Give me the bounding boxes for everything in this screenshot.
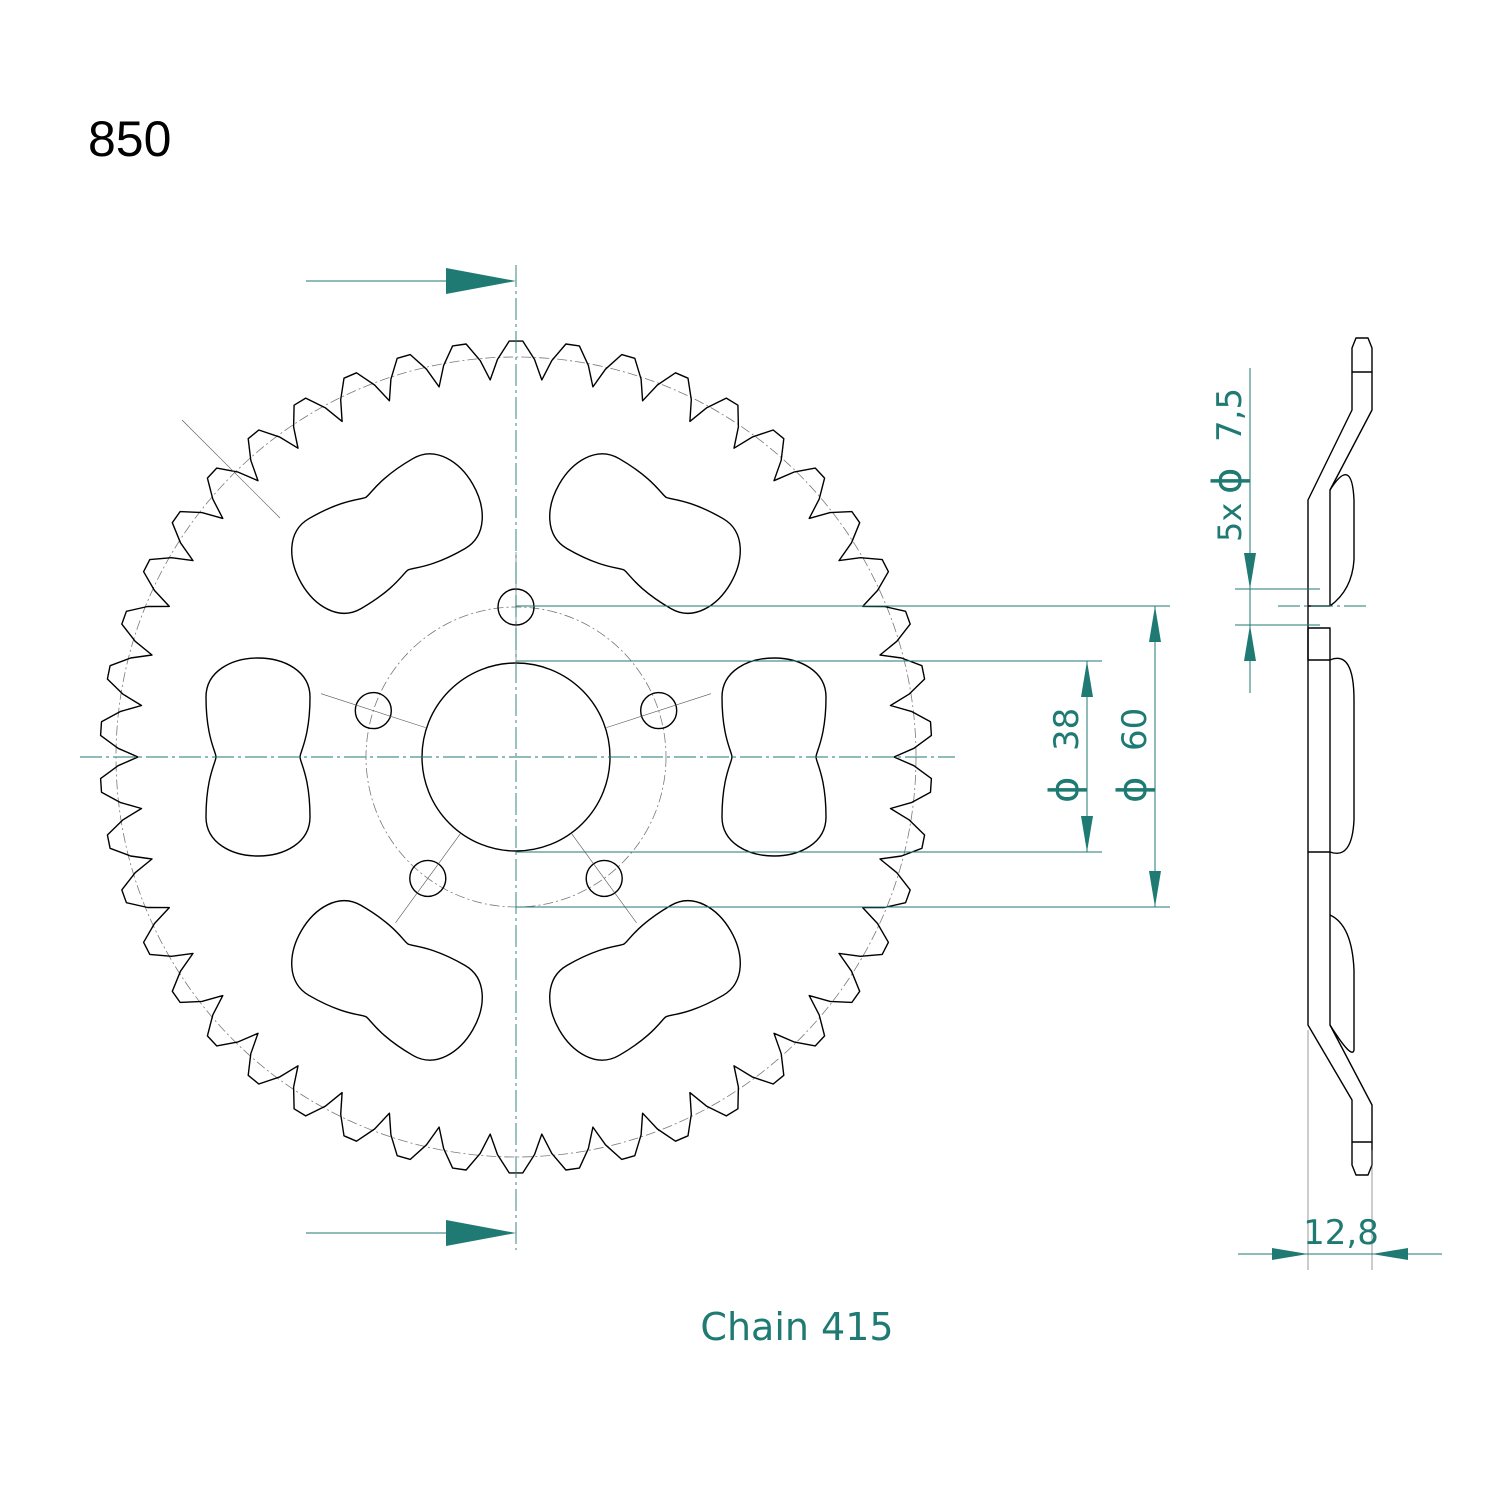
lightening-slots (205, 453, 827, 1061)
tooth-tip-bottom (1351, 1142, 1373, 1176)
lightening-slot (721, 657, 827, 857)
section-arrow-bottom (306, 1220, 516, 1246)
section-lower (1307, 851, 1373, 1143)
bolt-hole-dimension-label: 5x ϕ 7,5 (1205, 388, 1251, 542)
bolt-hole-axis (320, 693, 426, 728)
bolt-circle-symbol: ϕ (1110, 777, 1156, 803)
bolt-hole-symbol: ϕ (1205, 468, 1251, 494)
bolt-circle-dimension-label: ϕ 60 (1110, 708, 1156, 803)
tooth-tip-top (1351, 337, 1373, 372)
bolt-hole-axis (571, 833, 637, 923)
hidden-slot-lower (1329, 914, 1355, 1053)
hidden-slot-middle (1329, 657, 1355, 854)
bolt-circle-value: 60 (1115, 708, 1155, 751)
bolt-hole-axis (395, 833, 461, 923)
thickness-value: 12,8 (1303, 1213, 1379, 1253)
bolt-hole-count: 5x (1211, 503, 1249, 542)
bolt-hole (354, 691, 392, 730)
bolt-hole (585, 859, 623, 898)
lightening-slot (549, 900, 741, 1061)
lightening-slot (291, 453, 483, 614)
lightening-slot (549, 453, 741, 614)
bolt-hole-value: 7,5 (1210, 388, 1250, 442)
bolt-hole-dimension (1235, 368, 1320, 693)
bore-symbol: ϕ (1042, 777, 1088, 803)
hidden-slot-upper (1329, 473, 1355, 607)
lightening-slot (205, 657, 311, 857)
chain-label: Chain 415 (700, 1305, 893, 1349)
bolt-circle-dimension (516, 605, 1170, 908)
thickness-dimension (1238, 1030, 1442, 1270)
sprocket-outline (99, 340, 933, 1174)
lightening-slot (291, 900, 483, 1061)
diagonal-center-line (181, 419, 281, 519)
bolt-hole-axis (606, 693, 712, 728)
part-number: 850 (88, 111, 171, 167)
section-hub (1307, 627, 1331, 661)
bore-value: 38 (1047, 708, 1087, 751)
front-view: ϕ 38 ϕ 60 (80, 265, 1170, 1250)
bore-dimension (516, 660, 1102, 853)
bolt-hole (640, 691, 678, 730)
side-view: 5x ϕ 7,5 12,8 (1205, 337, 1442, 1270)
section-arrow-top (306, 268, 516, 294)
bore-dimension-label: ϕ 38 (1042, 708, 1088, 803)
bolt-hole (409, 859, 447, 898)
section-upper (1307, 371, 1373, 607)
